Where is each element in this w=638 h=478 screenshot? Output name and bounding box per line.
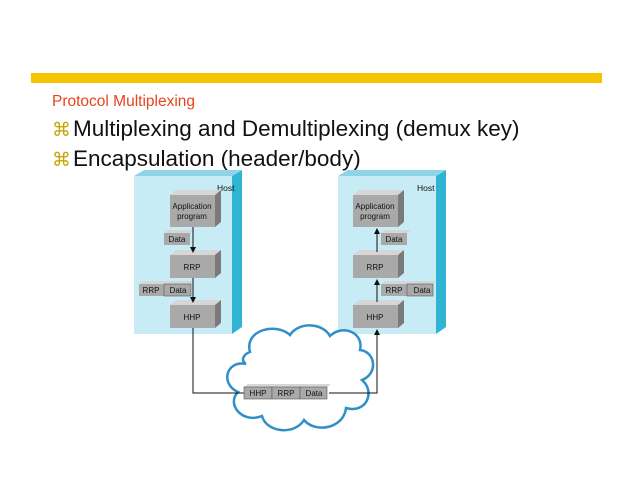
data-tag-label: Data — [386, 235, 403, 244]
application-label: Application — [355, 202, 394, 211]
host-panel-side — [436, 170, 446, 334]
network-link-left — [192, 328, 244, 394]
application-program-box — [170, 195, 215, 227]
host-panel-side — [232, 170, 242, 334]
rrp-box-label: RRP — [367, 263, 384, 272]
rrp-header-segment — [381, 284, 407, 296]
data-tag-label: Data — [169, 235, 186, 244]
rrp-data-label: Data — [170, 286, 187, 295]
rrp-data-segment — [163, 283, 192, 297]
rrp-box — [353, 255, 398, 278]
bullet-item-multiplexing: ⌘Multiplexing and Demultiplexing (demux … — [52, 116, 519, 142]
hhp-box-label: HHP — [367, 313, 384, 322]
bullet-text: Encapsulation (header/body) — [73, 146, 361, 171]
host-panel-top — [338, 170, 446, 176]
program-label: program — [360, 212, 390, 221]
rrp-header-label: RRP — [143, 286, 160, 295]
application-program-box — [353, 195, 398, 227]
command-bullet-icon: ⌘ — [52, 149, 71, 171]
bullet-item-encapsulation: ⌘Encapsulation (header/body) — [52, 146, 361, 172]
data-tag — [164, 233, 190, 245]
accent-bar — [31, 73, 602, 83]
hhp-box — [353, 305, 398, 328]
hhp-box-label: HHP — [184, 313, 201, 322]
packet-hhp-label: HHP — [250, 389, 267, 398]
packet-data-label: Data — [306, 389, 323, 398]
network-cloud — [226, 324, 375, 432]
application-label: Application — [172, 202, 211, 211]
right-host: Host Application program Data RRP RRP Da… — [338, 170, 446, 334]
network-packet: HHP RRP Data — [243, 384, 331, 400]
left-host: Host Application program Data RRP RRP Da… — [134, 170, 242, 334]
slide-subtitle: Protocol Multiplexing — [52, 93, 196, 110]
packet-rrp-label: RRP — [278, 389, 295, 398]
program-label: program — [177, 212, 207, 221]
network-link-right — [329, 329, 380, 394]
host-label: Host — [217, 183, 235, 193]
data-tag — [381, 233, 407, 245]
host-label: Host — [417, 183, 435, 193]
rrp-header-segment — [139, 284, 164, 296]
host-panel-top — [134, 170, 242, 176]
command-bullet-icon: ⌘ — [52, 119, 71, 141]
rrp-data-label: Data — [414, 286, 431, 295]
rrp-box-label: RRP — [184, 263, 201, 272]
rrp-data-segment — [406, 283, 434, 297]
packet-data-segment — [299, 386, 328, 400]
hhp-box — [170, 305, 215, 328]
rrp-box — [170, 255, 215, 278]
rrp-header-label: RRP — [386, 286, 403, 295]
bullet-text: Multiplexing and Demultiplexing (demux k… — [73, 116, 520, 141]
